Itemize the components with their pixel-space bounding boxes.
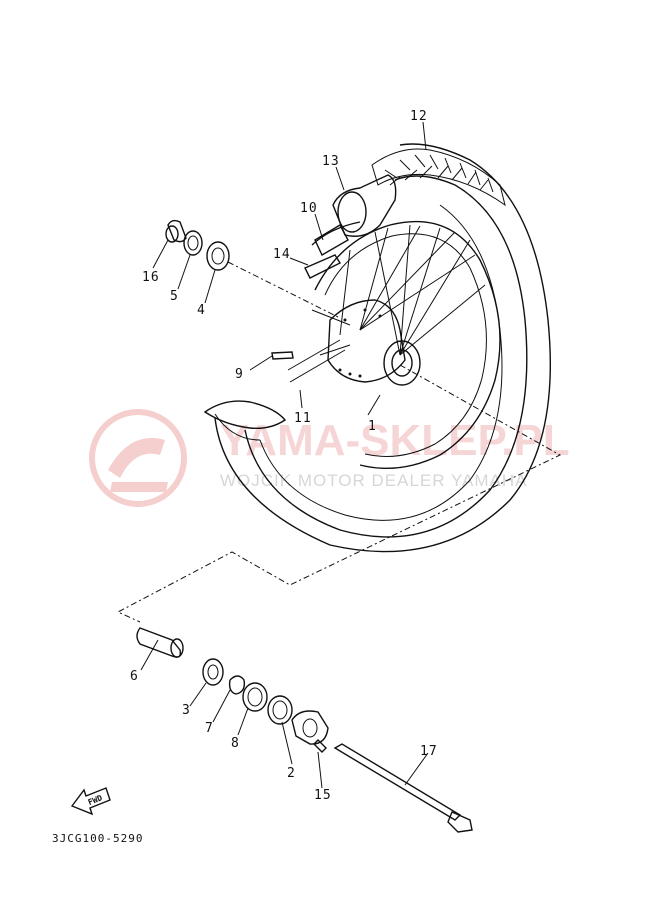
callout-1: 1	[368, 419, 377, 434]
tire	[203, 143, 551, 553]
callouts: 1 2 3 4 5 6 7 8 9 10 11 12 13 14 15 16 1…	[130, 109, 438, 803]
hub	[327, 299, 421, 386]
fwd-arrow-icon: FWD	[70, 787, 111, 816]
callout-15: 15	[314, 788, 332, 803]
wheel-axle	[333, 743, 473, 833]
callout-5: 5	[170, 289, 179, 304]
watermark-title: YAMA-SKLEP.PL	[220, 416, 570, 465]
callout-16: 16	[142, 270, 160, 285]
bearing-top	[206, 241, 230, 271]
watermark-logo	[89, 409, 187, 507]
callout-14: 14	[273, 247, 291, 262]
callout-9: 9	[235, 367, 244, 382]
tire-tread	[371, 148, 506, 207]
callout-11: 11	[294, 411, 312, 426]
axis-line-bottom	[116, 364, 562, 623]
watermark-subtitle: WOJCIK MOTOR DEALER YAMAHA	[220, 471, 528, 490]
rim-band	[332, 174, 397, 237]
collar	[136, 627, 184, 658]
circlip	[228, 675, 246, 695]
valve-stem	[304, 254, 342, 279]
tube	[314, 224, 349, 256]
rim	[311, 220, 501, 469]
oil-seal	[242, 682, 268, 712]
callout-2: 2	[287, 766, 296, 781]
callout-6: 6	[130, 669, 139, 684]
gear-unit	[291, 710, 329, 753]
callout-17: 17	[420, 744, 438, 759]
axis-line-top	[227, 261, 341, 319]
callout-4: 4	[197, 303, 206, 318]
spokes	[287, 224, 486, 383]
watermark: YAMA-SKLEP.PL WOJCIK MOTOR DEALER YAMAHA	[89, 409, 570, 507]
bearing-bottom	[202, 658, 224, 686]
callout-8: 8	[231, 736, 240, 751]
spacer-bottom	[267, 695, 293, 725]
callout-13: 13	[322, 154, 340, 169]
dust-seal-top	[165, 219, 187, 243]
diagram-code: 3JCG100-5290	[52, 832, 143, 845]
callout-10: 10	[300, 201, 318, 216]
spoke-nipple	[271, 351, 294, 360]
leader-lines	[140, 121, 429, 789]
callout-3: 3	[182, 703, 191, 718]
spacer-top	[183, 230, 203, 256]
callout-12: 12	[410, 109, 428, 124]
callout-7: 7	[205, 721, 214, 736]
